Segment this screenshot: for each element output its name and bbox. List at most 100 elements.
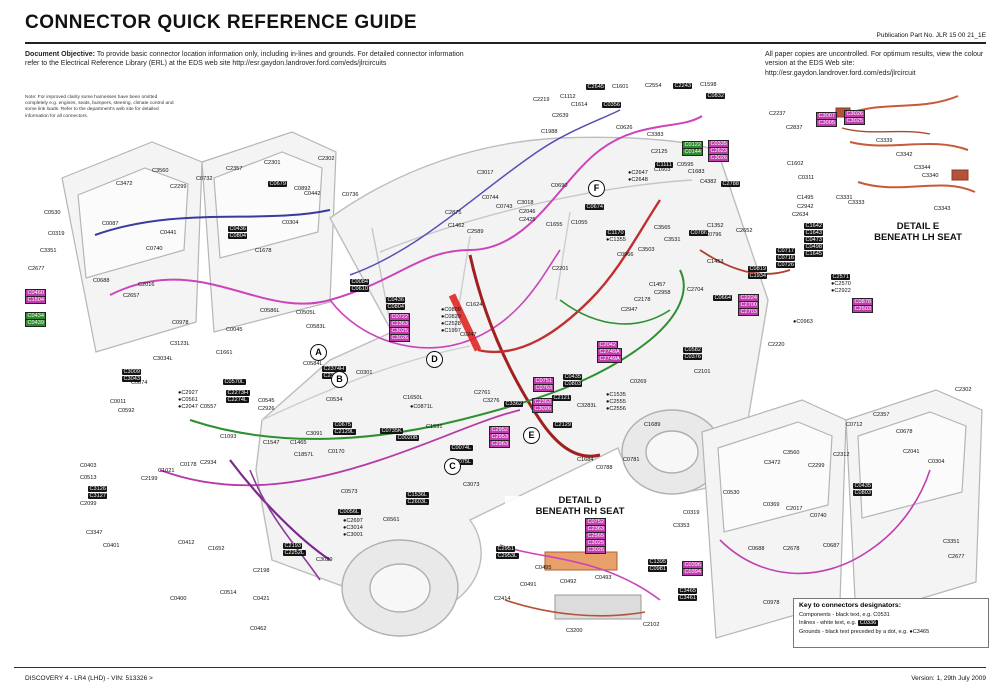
connector-label-C2645: C2645 (586, 84, 606, 91)
connector-label-C0319: C0319 (683, 510, 700, 516)
connector-label-C0434: C0434 (24, 311, 47, 321)
connector-label-C0736: C0736 (342, 192, 359, 198)
connector-label-C0796: C0796 (705, 232, 722, 238)
connector-label-C0304: C0304 (282, 220, 299, 226)
connector-label-C3026: C3026 (707, 153, 730, 163)
key-title: Key to connectors designators: (799, 602, 901, 609)
connector-label-C3091: C3091 (306, 431, 323, 437)
connector-label-C2951: C2951 (496, 546, 516, 553)
connector-label-C1591: C1591 (426, 424, 443, 430)
connector-label-C2414: C2414 (494, 596, 511, 602)
connector-label-C3339: C3339 (876, 138, 893, 144)
connector-label-C3465: C3465 (678, 588, 698, 595)
connector-label-C0436: C0436 (386, 297, 406, 304)
connector-label-C1624: C1624 (466, 302, 483, 308)
connector-label-C0732: C0732 (196, 176, 213, 182)
connector-label-C0421: C0421 (253, 596, 270, 602)
connector-label-C1111: C1111 (655, 162, 674, 169)
connector-label-C2922: ●C2922 (831, 288, 851, 294)
connector-label-C0412: C0412 (178, 540, 195, 546)
connector-label-C0435: C0435 (853, 483, 873, 490)
connector-label-C3200: C3200 (566, 628, 583, 634)
connector-label-C0763: C0763 (532, 383, 555, 393)
connector-label-C2178: C2178 (634, 297, 651, 303)
connector-label-C3001: ●C3001 (343, 532, 363, 538)
connector-label-C3362: C3362 (504, 401, 524, 408)
connector-label-C1643: C1643 (804, 230, 824, 237)
connector-label-C0803: C0803 (563, 381, 583, 388)
detail-d-line1: DETAIL D (558, 495, 602, 506)
connector-label-C3351: C3351 (40, 248, 57, 254)
connector-label-C2302: C2302 (318, 156, 335, 162)
connector-label-C2220: C2220 (768, 342, 785, 348)
wheels (341, 409, 723, 637)
connector-label-C2700: C2700 (737, 300, 760, 310)
connector-label-C3043: C3043 (122, 376, 142, 383)
connector-label-C0435: C0435 (563, 374, 583, 381)
connector-label-C1395: C1395 (648, 559, 668, 566)
connector-label-C0892: C0892 (294, 186, 311, 192)
connector-label-C0247: C0247 (460, 332, 477, 338)
connector-label-C3344: C3344 (914, 165, 931, 171)
connector-label-C1355: ●C1355 (606, 237, 626, 243)
connector-label-C6561: C6561 (383, 517, 400, 523)
connector-label-C1457: C1457 (649, 282, 666, 288)
connector-label-C3026: C3026 (843, 109, 866, 119)
connector-label-C2357: C2357 (873, 412, 890, 418)
harness-magenta-main (109, 115, 703, 305)
connector-label-C2299: C2299 (808, 463, 825, 469)
connector-label-C2374H: C2374H (322, 366, 346, 373)
detail-e-line1: DETAIL E (896, 221, 940, 232)
key-inlines-text: Inlines - white text, e.g. (799, 620, 858, 627)
connector-label-C2047: ●C2047 (178, 404, 198, 410)
publication-number: Publication Part No. JLR 15 00 21_1E (876, 32, 986, 39)
connector-label-C1535: ●C1535 (606, 392, 626, 398)
connector-label-C2652: C2652 (736, 228, 753, 234)
connector-label-C0717: C0717 (776, 248, 796, 255)
harness-purple-front (229, 459, 331, 561)
detail-callout-B: B (331, 371, 348, 388)
connector-label-C2299: C2299 (170, 184, 187, 190)
connector-label-C0319: C0319 (48, 231, 65, 237)
connector-label-C0966: C0966 (617, 252, 634, 258)
connector-label-C2102: C2102 (643, 622, 660, 628)
connector-label-C0735K: C0735K (380, 428, 404, 435)
harness-magenta-lower (159, 409, 521, 487)
connector-label-C2648: ●C2648 (628, 177, 648, 183)
connector-label-C2947: C2947 (621, 307, 638, 313)
connector-label-C0460: C0460 (24, 288, 47, 298)
connector-label-C0473: C0473 (804, 237, 824, 244)
connector-label-C1988: C1988 (541, 129, 558, 135)
connector-label-C3472: C3472 (764, 460, 781, 466)
connector-label-C3343: C3343 (934, 206, 951, 212)
connector-label-C0592: C0592 (118, 408, 135, 414)
connector-label-C2357: C2357 (226, 166, 243, 172)
connector-label-C2219: C2219 (533, 97, 550, 103)
connector-label-C2554: C2554 (645, 83, 662, 89)
connector-label-C1601: C1601 (612, 84, 629, 90)
connector-label-C1021: C1021 (158, 468, 175, 474)
key-grounds-text: Grounds - black text preceded by a dot, … (799, 628, 910, 635)
harness-blue-door (94, 209, 331, 236)
connector-label-C2926: C2926 (258, 406, 275, 412)
harness-red-thick (448, 293, 482, 352)
connector-label-C0178: C0178 (180, 462, 197, 468)
connector-label-C0751: C0751 (532, 376, 555, 386)
connector-label-C0832: C0832 (706, 93, 726, 100)
detail-d-heading: DETAIL D BENEATH RH SEAT (505, 495, 655, 518)
connector-label-C3025: C3025 (584, 538, 607, 548)
connector-label-C0561: ●C0561 (178, 397, 198, 403)
connector-label-C3333: C3333 (848, 200, 865, 206)
uncontrolled-copy-note: All paper copies are uncontrolled. For o… (765, 51, 984, 77)
connector-label-C0011: C0011 (110, 399, 127, 405)
connector-label-C3472: C3472 (116, 181, 133, 187)
connector-label-C0690: C0690 (551, 183, 568, 189)
harness-magenta-right-door (719, 469, 931, 575)
connector-label-C0664: C0664 (713, 295, 733, 302)
connector-label-C0678: C0678 (896, 429, 913, 435)
connector-label-C0803: C0803 (853, 490, 873, 497)
connector-label-C2528: ●C2528 (441, 321, 461, 327)
connector-label-C0788: C0788 (596, 465, 613, 471)
connector-label-C3331: C3331 (836, 195, 853, 201)
